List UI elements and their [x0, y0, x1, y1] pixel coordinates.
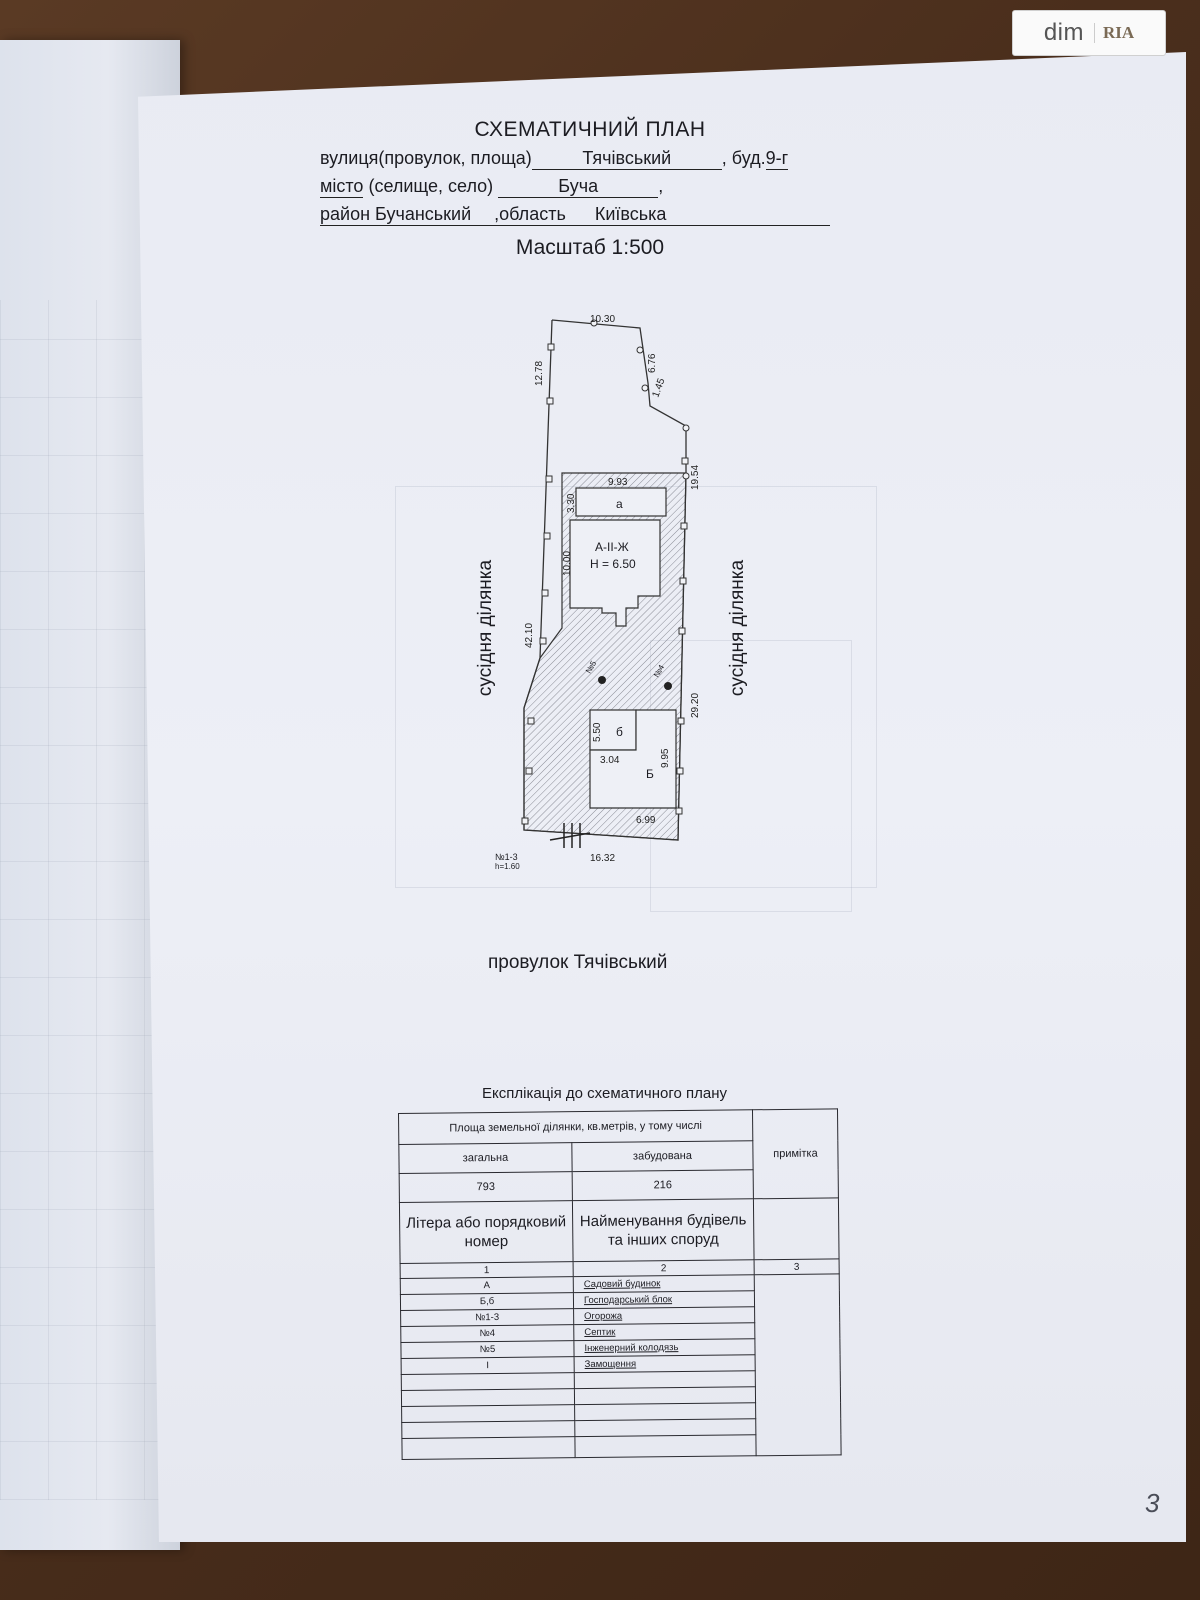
row-name: Господарський блок — [573, 1290, 755, 1309]
explication-title: Експлікація до схематичного плану — [482, 1085, 727, 1102]
label-porch: а — [616, 497, 623, 511]
well-marker — [598, 676, 606, 684]
street-prefix: вулиця(провулок, площа) — [320, 148, 532, 168]
porch-a — [575, 487, 667, 517]
septic-marker — [664, 682, 672, 690]
row-code: №4 — [400, 1324, 574, 1343]
logo-ria-text: RIA — [1094, 23, 1134, 43]
dim-annex-side: 5.50 — [592, 722, 603, 742]
label-house-height: Н = 6.50 — [590, 557, 636, 571]
row-code: №1-3 — [400, 1308, 574, 1327]
total-value: 793 — [399, 1171, 573, 1203]
dim-right-mid: 19.54 — [690, 465, 701, 490]
col2-header: Найменування будівель та інших споруд — [572, 1198, 755, 1262]
row-code: І — [401, 1356, 575, 1375]
built-value: 216 — [572, 1169, 754, 1201]
watermark-logo: dim RIA — [1012, 10, 1166, 56]
dim-right-main: 29.20 — [690, 693, 701, 718]
dim-annex-width: 3.04 — [600, 755, 620, 766]
building-value: 9-г — [765, 148, 789, 170]
district-line: район Бучанський ,область Київська — [320, 204, 880, 226]
dim-bottom: 16.32 — [590, 853, 615, 864]
city-suffix: (селище, село) — [368, 176, 494, 196]
note-col-blank — [753, 1197, 840, 1260]
built-label: забудована — [571, 1140, 754, 1172]
note-column — [754, 1273, 842, 1456]
note-header: примітка — [752, 1108, 839, 1199]
neighbor-left-label: сусідня ділянка — [475, 559, 497, 697]
label-fence: №1-3 — [495, 852, 518, 862]
area-header: Площа земельної ділянки, кв.метрів, у то… — [398, 1109, 753, 1145]
row-code: №5 — [400, 1340, 575, 1359]
document-title: СХЕМАТИЧНИЙ ПЛАН — [474, 118, 706, 141]
house-a — [569, 519, 661, 627]
dim-right-top: 6.76 — [647, 353, 658, 373]
district-value: Бучанський — [375, 204, 472, 224]
label-annex-small: б — [616, 725, 623, 739]
site-plan-drawing: 10.30 12.78 6.76 1.45 19.54 42.10 29.20 … — [495, 314, 701, 871]
left-page-grid — [0, 300, 160, 1500]
dim-house-top: 9.93 — [608, 477, 628, 488]
dim-annex-height: 9.95 — [660, 748, 671, 768]
row-name: Огорожа — [573, 1306, 755, 1325]
city-line: місто (селище, село) Буча, — [320, 176, 880, 198]
logo-dim-text: dim — [1043, 19, 1084, 46]
gate-marks — [549, 823, 591, 848]
dim-house-side-small: 3.30 — [566, 493, 577, 513]
row-code: А — [400, 1276, 574, 1295]
page-number: 3 — [1145, 1488, 1160, 1518]
dim-top: 10.30 — [590, 314, 615, 325]
city-comma: , — [658, 176, 664, 196]
label-fence-height: h=1.60 — [495, 862, 520, 871]
neighbor-right-label: сусідня ділянка — [727, 559, 749, 697]
city-prefix: місто — [320, 176, 364, 198]
col1-header: Літера або порядковий номер — [399, 1200, 574, 1264]
row-name: Садовий будинок — [573, 1274, 755, 1293]
total-label: загальна — [398, 1142, 573, 1174]
district-underline: район Бучанський ,область Київська — [320, 204, 830, 226]
label-house-code: А-ІІ-Ж — [595, 540, 629, 554]
explication-table-wrap: Площа земельної ділянки, кв.метрів, у то… — [398, 1108, 842, 1460]
label-annex-big: Б — [646, 767, 654, 781]
header-block: СХЕМАТИЧНИЙ ПЛАН вулиця(провулок, площа)… — [320, 118, 880, 260]
row-name: Замощення — [574, 1354, 756, 1373]
region-value: Київська — [594, 204, 667, 224]
row-name: Інженерний колодязь — [573, 1338, 756, 1357]
annex-b-big — [589, 709, 677, 809]
street-value: Тячівський — [531, 148, 722, 170]
fence-posts — [521, 319, 690, 825]
building-prefix: , буд. — [721, 148, 766, 168]
dim-right-top-small: 1.45 — [650, 377, 667, 399]
row-code: Б,б — [400, 1292, 574, 1311]
street-line: вулиця(провулок, площа)Тячівський, буд.9… — [320, 148, 880, 170]
dim-left-top: 12.78 — [534, 361, 545, 386]
street-label: провулок Тячівський — [488, 952, 668, 973]
row-name: Септик — [573, 1322, 755, 1341]
dim-left-main: 42.10 — [524, 623, 535, 648]
dim-house-side: 10.00 — [562, 551, 573, 576]
explication-table: Площа земельної ділянки, кв.метрів, у то… — [398, 1108, 842, 1460]
scale-label: Масштаб 1:500 — [515, 236, 665, 259]
city-value: Буча — [498, 176, 659, 198]
dim-annex-bottom: 6.99 — [636, 815, 656, 826]
region-prefix: ,область — [494, 204, 566, 224]
col-num-3: 3 — [754, 1258, 840, 1275]
district-prefix: район — [320, 204, 371, 224]
